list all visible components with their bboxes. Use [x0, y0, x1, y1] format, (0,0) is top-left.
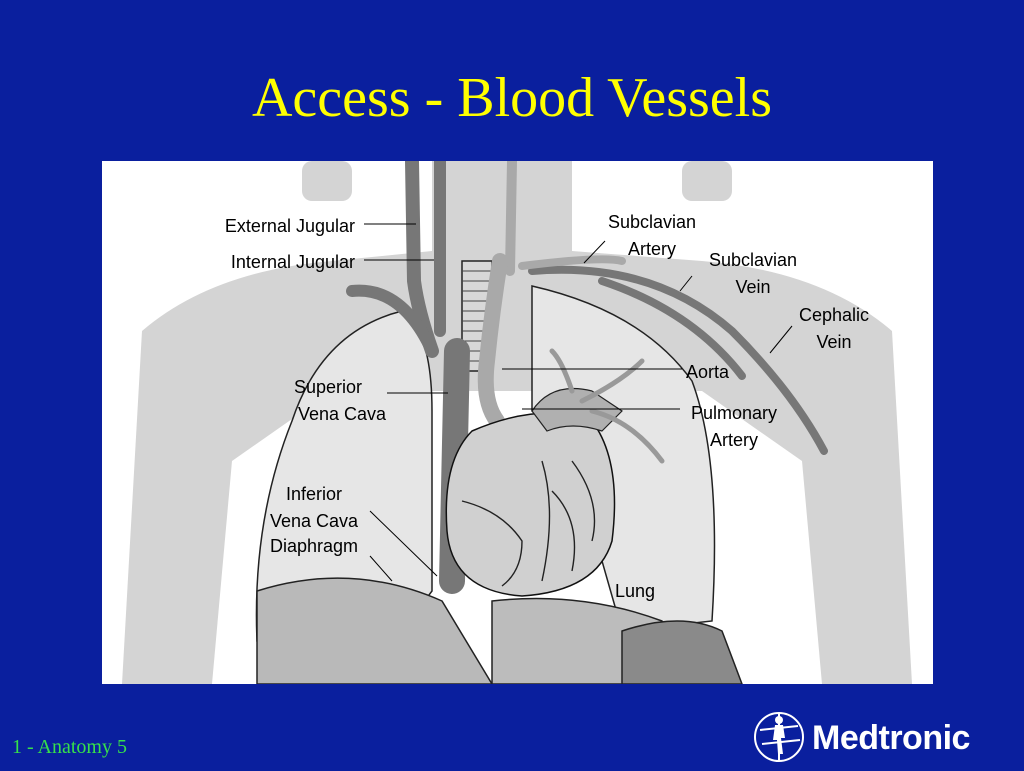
pulmonary-artery-label-1: Pulmonary [691, 403, 777, 423]
lung-label: Lung [615, 581, 655, 601]
pulmonary-branches [549, 348, 665, 464]
slide-title: Access - Blood Vessels [251, 67, 773, 129]
medtronic-figure-icon [754, 712, 804, 762]
subclavian-vein-label-1: Subclavian [709, 250, 797, 270]
external-jugular-label: External Jugular [225, 216, 355, 236]
diaphragm-organ [256, 577, 493, 684]
subclavian-artery-label-2: Artery [628, 239, 676, 259]
superior-vena-cava-label-2: Vena Cava [298, 404, 387, 424]
stomach-organ [621, 620, 743, 684]
pulmonary-artery-label-2: Artery [710, 430, 758, 450]
blood-vessels-diagram: External Jugular Internal Jugular Subcla… [102, 161, 933, 684]
subclavian-vein-label-2: Vein [735, 277, 770, 297]
cephalic-vein-label-1: Cephalic [799, 305, 869, 325]
inferior-vena-cava-label-2: Vena Cava [270, 511, 359, 531]
subclavian-artery-label-1: Subclavian [608, 212, 696, 232]
diaphragm-label: Diaphragm [270, 536, 358, 556]
aorta-label: Aorta [686, 362, 730, 382]
left-lung [531, 285, 716, 632]
brand-name: Medtronic [812, 719, 970, 757]
brand-logo: Medtronic [750, 708, 1020, 766]
inferior-vena-cava-label-1: Inferior [286, 484, 342, 504]
coronary-vessels [461, 460, 596, 587]
slide-footer: 1 - Anatomy 5 [12, 736, 127, 758]
pulmonary-trunk [531, 387, 623, 432]
leader-lines [364, 223, 793, 582]
skeleton-silhouette [122, 161, 912, 684]
superior-vena-cava-label-1: Superior [294, 377, 362, 397]
cephalic-vein-label-2: Vein [816, 332, 851, 352]
heart [445, 412, 616, 597]
internal-jugular-label: Internal Jugular [231, 252, 355, 272]
diagram-svg: External Jugular Internal Jugular Subcla… [122, 161, 912, 684]
